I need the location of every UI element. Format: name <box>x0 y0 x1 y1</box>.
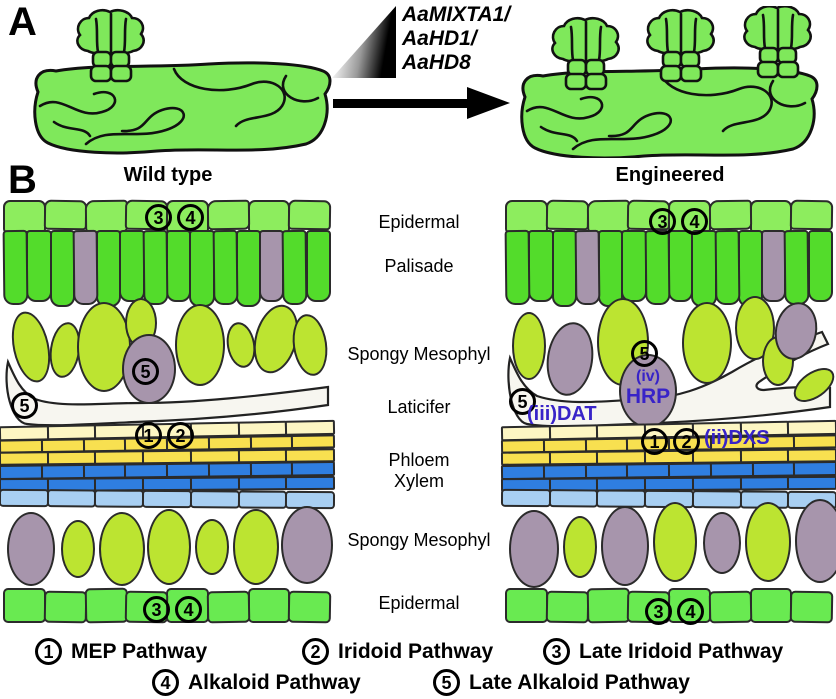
pathway-marker-3: 3 <box>649 208 676 235</box>
pathway-marker-3: 3 <box>145 204 172 231</box>
wild-type-tissue: 3 4 5 5 1 2 3 4 <box>0 196 336 630</box>
pathway-marker-5: 5 <box>132 358 159 385</box>
label-palisade: Palisade <box>384 256 454 276</box>
spongy-cell <box>281 506 333 584</box>
legend-circle-2: 2 <box>302 638 329 665</box>
pathway-marker-1: 1 <box>641 428 668 455</box>
pathway-marker-4: 4 <box>177 204 204 231</box>
legend-item-iridoid: 2 Iridoid Pathway <box>302 638 493 665</box>
legend-circle-5: 5 <box>433 669 460 696</box>
pathway-marker-1: 1 <box>135 422 162 449</box>
panel-b-label: B <box>8 158 37 202</box>
arrow-icon <box>333 87 510 119</box>
spongy-cell <box>682 302 732 384</box>
pathway-marker-4: 4 <box>681 208 708 235</box>
label-spongy-lower: Spongy Mesophyl <box>347 530 491 550</box>
laticifer-band <box>5 358 330 427</box>
spongy-cell <box>563 516 597 578</box>
pathway-marker-5: 5 <box>509 388 536 415</box>
hrp-annotation-line1: (iv) <box>636 368 660 385</box>
hrp-annotation-line2: HRP <box>625 385 671 408</box>
engineered-title: Engineered <box>615 164 725 186</box>
gene-names: AaMIXTA1/ AaHD1/ AaHD8 <box>402 3 510 75</box>
label-epidermal-top: Epidermal <box>378 212 460 232</box>
dxs-annotation: (ii)DXS <box>704 427 770 449</box>
spongy-cell <box>195 519 229 575</box>
spongy-cell <box>233 509 279 585</box>
gene-line-1: AaMIXTA1/ <box>402 3 511 26</box>
pathway-marker-2: 2 <box>167 422 194 449</box>
pathway-marker-3: 3 <box>143 596 170 623</box>
pathway-marker-5: 5 <box>11 392 38 419</box>
spongy-cell <box>99 512 145 586</box>
legend-circle-3: 3 <box>543 638 570 665</box>
legend-item-late-iridoid: 3 Late Iridoid Pathway <box>543 638 783 665</box>
gene-line-2: AaHD1/ <box>402 27 477 50</box>
epidermal-bottom-layer <box>3 587 332 624</box>
spongy-cell <box>601 506 649 586</box>
label-laticifer: Laticifer <box>387 397 451 417</box>
spongy-cell <box>7 512 55 586</box>
spongy-cell <box>745 502 791 582</box>
spongy-cell <box>512 312 546 380</box>
wild-type-title: Wild type <box>123 164 213 186</box>
legend-circle-4: 4 <box>152 669 179 696</box>
pathway-marker-5: 5 <box>631 340 658 367</box>
wild-leaf-illustration <box>33 8 332 155</box>
pathway-marker-4: 4 <box>175 596 202 623</box>
label-spongy-upper: Spongy Mesophyl <box>347 344 491 364</box>
spongy-cell <box>175 304 225 386</box>
xylem-row <box>0 488 336 510</box>
label-phloem: Phloem <box>388 450 450 470</box>
pathway-marker-2: 2 <box>673 428 700 455</box>
gene-line-3: AaHD8 <box>402 51 471 74</box>
label-epidermal-bottom: Epidermal <box>378 593 460 613</box>
spongy-cell <box>795 499 836 583</box>
palisade-layer <box>2 229 331 307</box>
spongy-cell <box>653 502 697 582</box>
layer-labels: Epidermal Palisade Spongy Mesophyl Latic… <box>331 0 507 699</box>
label-xylem: Xylem <box>393 471 444 491</box>
legend: 1 MEP Pathway 2 Iridoid Pathway 3 Late I… <box>0 636 836 699</box>
palisade-layer <box>504 229 833 307</box>
panel-a-label: A <box>8 0 37 44</box>
spongy-cell <box>703 512 741 574</box>
legend-item-late-alkaloid: 5 Late Alkaloid Pathway <box>433 669 690 696</box>
spongy-cell <box>61 520 95 578</box>
legend-circle-1: 1 <box>35 638 62 665</box>
engineered-tissue: 3 4 5 5 1 2 3 4 (iv) HRP (iii)DAT (ii)DX… <box>500 196 836 630</box>
legend-item-alkaloid: 4 Alkaloid Pathway <box>152 669 361 696</box>
legend-item-mep: 1 MEP Pathway <box>35 638 207 665</box>
spongy-cell <box>147 509 191 585</box>
dat-annotation: (iii)DAT <box>527 403 597 425</box>
pathway-marker-3: 3 <box>645 598 672 625</box>
pathway-marker-4: 4 <box>677 598 704 625</box>
engineered-leaf-illustration <box>520 6 819 158</box>
spongy-cell <box>509 510 559 588</box>
